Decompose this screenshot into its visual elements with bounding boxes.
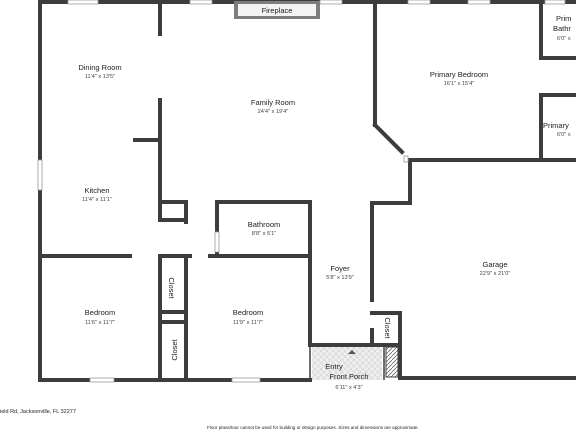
- family-room-name: Family Room: [251, 98, 295, 107]
- fireplace: Fireplace: [234, 1, 320, 19]
- entry-dims: 6'11" x 4'3": [335, 385, 362, 391]
- front-porch-name: Front Porch: [329, 372, 368, 381]
- entry-porch-floor: [312, 347, 382, 380]
- bedroom-left-dims: 11'6" x 11'7": [85, 320, 115, 326]
- kitchen-dims: 11'4" x 11'1": [82, 197, 112, 203]
- foyer-dims: 5'8" x 13'9": [326, 275, 354, 281]
- windows: [37, 0, 566, 383]
- closet-label-garage: Closet: [383, 317, 392, 339]
- closet-labels: Closet Closet Closet: [167, 277, 392, 360]
- primary-closet-name: Primary: [543, 121, 569, 130]
- primary-bedroom-name: Primary Bedroom: [430, 70, 488, 79]
- garage-dims: 22'9" x 21'0": [480, 271, 511, 277]
- porch-column: [385, 346, 399, 378]
- entry-name: Entry: [325, 362, 343, 371]
- disclaimer-text: Floor plans/tour cannot be used for buil…: [207, 425, 419, 430]
- primary-bath-dims: 6'0" x: [557, 36, 571, 42]
- interior-walls: [38, 0, 576, 382]
- garage-name: Garage: [482, 260, 507, 269]
- bathroom-name: Bathroom: [248, 220, 281, 229]
- room-labels: Dining Room 11'4" x 13'5" Family Room 24…: [78, 14, 571, 391]
- address-text: ield Rd, Jacksonville, FL 32277: [0, 409, 76, 415]
- dining-room-dims: 11'4" x 13'5": [85, 74, 115, 80]
- primary-bedroom-dims: 16'1" x 15'4": [444, 81, 475, 87]
- primary-bath-name-1: Prim: [556, 14, 571, 23]
- entry-arrow-icon: [348, 350, 356, 354]
- closet-label-upper: Closet: [167, 277, 176, 299]
- kitchen-name: Kitchen: [84, 186, 109, 195]
- family-room-dims: 24'4" x 19'4": [258, 109, 289, 115]
- bathroom-dims: 8'8" x 5'1": [252, 231, 276, 237]
- primary-bath-name-2: Bathr: [553, 24, 571, 33]
- bedroom-left-name: Bedroom: [85, 308, 115, 317]
- primary-closet-dims: 6'0" x: [557, 132, 571, 138]
- dining-room-name: Dining Room: [78, 63, 121, 72]
- bedroom-center-dims: 11'9" x 11'7": [233, 320, 263, 326]
- bedroom-center-name: Bedroom: [233, 308, 263, 317]
- foyer-name: Foyer: [330, 264, 350, 273]
- closet-label-lower: Closet: [170, 338, 179, 360]
- fireplace-label: Fireplace: [262, 6, 293, 15]
